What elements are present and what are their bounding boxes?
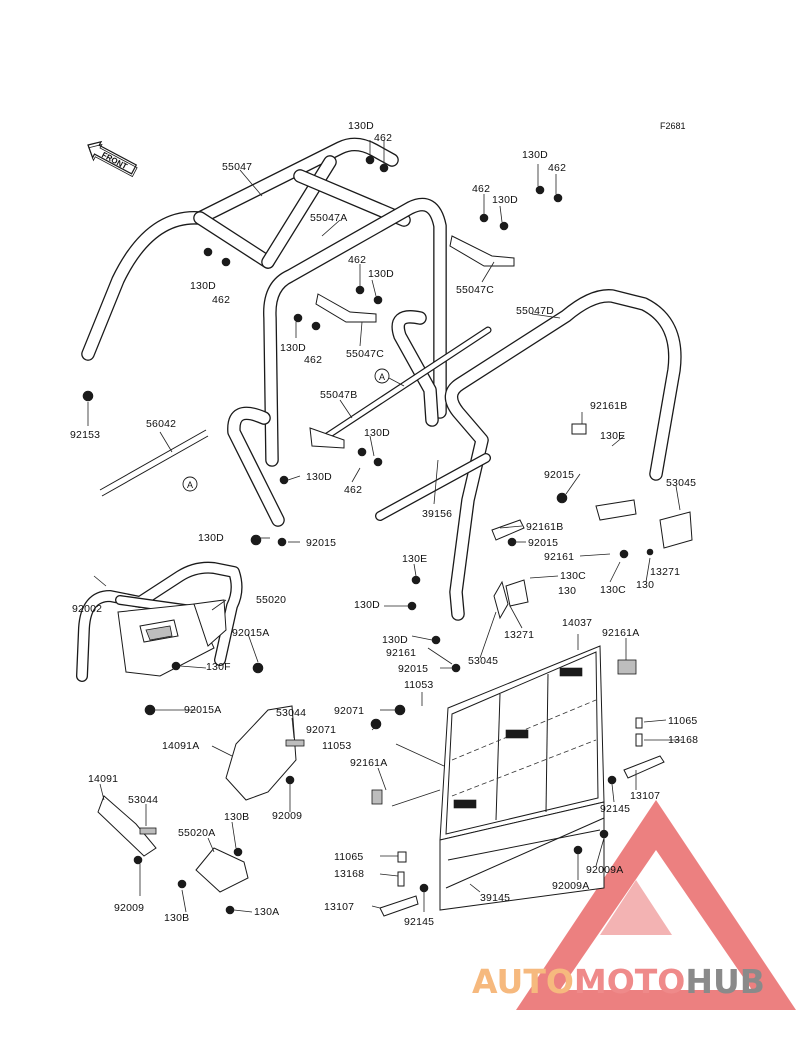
part-label: 92015A	[232, 627, 269, 639]
ref-marker-2: A	[182, 476, 198, 492]
part-label: 462	[472, 183, 490, 195]
part-label: 55047D	[516, 305, 554, 317]
part-label: 39156	[422, 508, 452, 520]
part-label: 11053	[322, 740, 351, 752]
bracket-55047c	[309, 235, 515, 449]
front-arrow-icon: FRONT	[87, 140, 138, 178]
part-label: 55047A	[310, 212, 347, 224]
part-label: 13107	[630, 790, 660, 802]
part-label: 92009	[114, 902, 144, 914]
part-label: 462	[344, 484, 362, 496]
part-label: 130D	[348, 120, 374, 132]
part-label: 39145	[480, 892, 510, 904]
part-label: 92009A	[552, 880, 589, 892]
part-label: 14091A	[162, 740, 199, 752]
figure-code: F2681	[660, 121, 686, 131]
part-label: 13271	[650, 566, 680, 578]
part-label: 92153	[70, 429, 100, 441]
part-label: 92015A	[184, 704, 221, 716]
part-label: 56042	[146, 418, 176, 430]
part-label: 130D	[368, 268, 394, 280]
part-label: 130B	[164, 912, 189, 924]
part-label: 130D	[354, 599, 380, 611]
part-label: 53045	[666, 477, 696, 489]
part-label: 92071	[306, 724, 336, 736]
part-label: 53044	[276, 707, 306, 719]
part-label: 130A	[254, 906, 279, 918]
part-label: 130	[636, 579, 654, 591]
guards	[97, 705, 297, 893]
svg-text:A: A	[187, 480, 193, 490]
part-label: 462	[304, 354, 322, 366]
part-label: 92161B	[590, 400, 627, 412]
hardware	[82, 155, 693, 917]
part-label: 92145	[600, 803, 630, 815]
part-label: 13107	[324, 901, 354, 913]
part-label: 92161	[544, 551, 574, 563]
part-label: 462	[374, 132, 392, 144]
part-label: 11065	[334, 851, 363, 863]
part-label: 130F	[206, 661, 231, 673]
ref-marker-1: A	[374, 368, 405, 387]
part-label: 92161A	[350, 757, 387, 769]
part-label: 92009	[272, 810, 302, 822]
part-label: 11053	[404, 679, 433, 691]
part-label: 130D	[364, 427, 390, 439]
part-label: 130D	[190, 280, 216, 292]
part-label: 130D	[280, 342, 306, 354]
part-label: 92002	[72, 603, 102, 615]
part-label: 462	[212, 294, 230, 306]
part-label: 92161	[386, 647, 416, 659]
part-label: 130	[558, 585, 576, 597]
part-label: 13271	[504, 629, 534, 641]
watermark-logo	[516, 800, 796, 1010]
brand-text: AUTOMOTOHUB	[472, 962, 765, 1001]
part-label: 92145	[404, 916, 434, 928]
part-label: 55047	[222, 161, 252, 173]
part-label: 130E	[600, 430, 625, 442]
part-label: 92015	[544, 469, 574, 481]
part-label: 55020A	[178, 827, 215, 839]
part-label: 14091	[88, 773, 118, 785]
part-label: 55047C	[346, 348, 384, 360]
part-label: 130D	[382, 634, 408, 646]
part-label: 55047C	[456, 284, 494, 296]
roll-cage	[81, 137, 682, 621]
part-label: 13168	[334, 868, 364, 880]
part-label: 130D	[198, 532, 224, 544]
part-label: 130D	[492, 194, 518, 206]
leader-lines	[87, 140, 682, 913]
part-label: 92161B	[526, 521, 563, 533]
part-label: 462	[548, 162, 566, 174]
part-label: 14037	[562, 617, 592, 629]
part-label: 13168	[668, 734, 698, 746]
part-label: 92009A	[586, 864, 623, 876]
part-label: 130D	[306, 471, 332, 483]
part-label: 92071	[334, 705, 364, 717]
part-label: 92015	[398, 663, 428, 675]
svg-text:A: A	[379, 372, 385, 382]
part-label: 462	[348, 254, 366, 266]
part-label: 130C	[600, 584, 626, 596]
part-label: 11065	[668, 715, 697, 727]
part-label: 130D	[522, 149, 548, 161]
part-label: 55020	[256, 594, 286, 606]
part-label: 130C	[560, 570, 586, 582]
part-label: 53045	[468, 655, 498, 667]
part-label: 92015	[306, 537, 336, 549]
part-label: 92015	[528, 537, 558, 549]
rear-panel-14037	[439, 645, 605, 911]
part-label: 55047B	[320, 389, 357, 401]
part-labels: 55047 130D 462 130D 462 462 130D 55047A …	[70, 120, 698, 928]
part-label: 92161A	[602, 627, 639, 639]
bumper-55020	[76, 561, 243, 682]
part-label: 130E	[402, 553, 427, 565]
part-label: 130B	[224, 811, 249, 823]
part-label: 53044	[128, 794, 158, 806]
